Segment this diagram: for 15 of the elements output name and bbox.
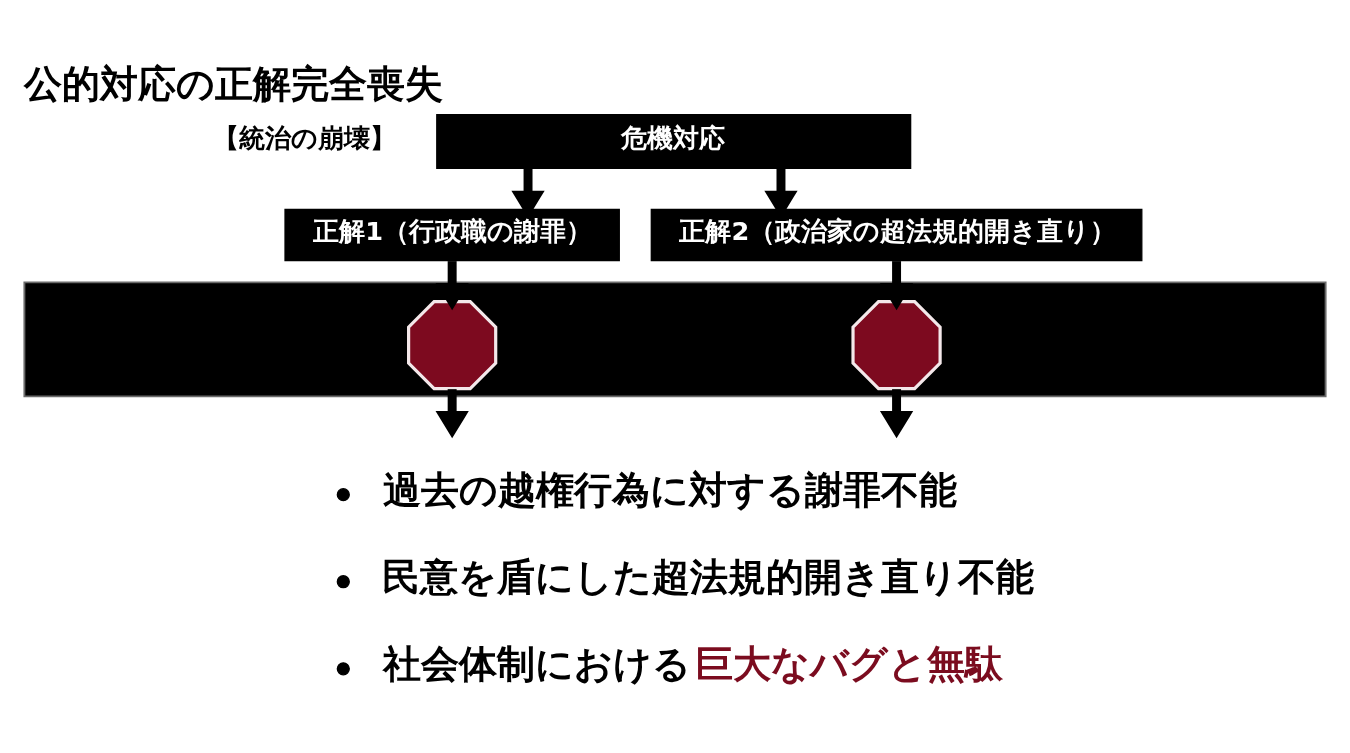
label: 社会体制における xyxy=(383,640,691,686)
node-box: 危機対応 xyxy=(436,113,912,169)
arrow xyxy=(435,388,469,438)
label: 過去の越権行為に対する謝罪不能 xyxy=(383,466,957,512)
diagram-title: 公的対応の正解完全喪失 xyxy=(24,60,444,106)
arrow xyxy=(879,260,914,310)
label: 民意を盾にした超法規的開き直り不能 xyxy=(382,553,1035,599)
arrow xyxy=(879,388,914,438)
label: 巨大なバグと無駄 xyxy=(695,640,1004,686)
node-box: 正解2（政治家の超法規的開き直り） xyxy=(650,208,1143,261)
node-octagon xyxy=(851,299,942,390)
label: 【統治の崩壊】 xyxy=(212,122,396,153)
arrow xyxy=(435,260,469,310)
node-octagon xyxy=(407,299,498,390)
node-box: 正解1（行政職の謝罪） xyxy=(284,208,620,261)
